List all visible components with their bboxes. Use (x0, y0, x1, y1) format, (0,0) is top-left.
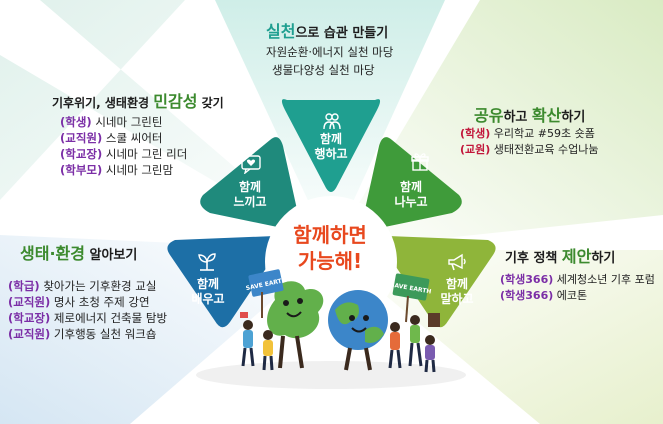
triangle-practice (281, 99, 381, 192)
list-item-text: 스쿨 씨어터 (105, 131, 163, 145)
triangle-share (361, 137, 462, 231)
list-item: (학교장) 제로에너지 건축물 탐방 (8, 310, 167, 326)
learn-title-rest: 알아보기 (84, 248, 138, 263)
list-item-tag: (교직원) (60, 131, 103, 145)
speak-title-highlight: 제안 (561, 247, 592, 266)
feel-list: (학생) 시네마 그린틴 (교직원) 스쿨 씨어터 (학교장) 시네마 그린 리… (60, 114, 187, 178)
practice-title: 실천으로 습관 만들기 (266, 18, 388, 42)
list-item: (학생366) 에코톤 (500, 288, 655, 304)
speak-title-rest: 하기 (591, 251, 616, 266)
list-item-tag: (학교장) (60, 147, 103, 161)
triangle-feel (200, 137, 301, 231)
earth-characters-illustration (240, 281, 440, 373)
feel-title-prefix: 기후위기, 생태환경 (52, 96, 154, 110)
speak-title-prefix: 기후 정책 (505, 251, 562, 266)
practice-item: 자원순환·에너지 실천 마당 (266, 45, 394, 59)
list-item-tag: (학생366) (500, 273, 554, 286)
list-item-tag: (학부모) (60, 163, 103, 177)
feel-label-line2: 느끼고 (233, 195, 267, 209)
speak-list: (학생366) 세계청소년 기후 포럼 (학생366) 에코톤 (500, 272, 655, 304)
triangle-learn (167, 236, 283, 328)
center-title-line1: 함께하면 (293, 223, 367, 247)
list-item: (학급) 찾아가는 기후환경 교실 (8, 278, 167, 294)
speak-label-line2: 말하고 (440, 292, 474, 306)
center-title-line2: 가능해! (297, 249, 363, 273)
list-item-text: 명사 초청 주제 강연 (53, 295, 150, 309)
share-label-line1: 함께 (399, 180, 423, 194)
sprout-icon (196, 252, 218, 276)
list-item-text: 시네마 그린틴 (95, 115, 163, 129)
list-item-text: 세계청소년 기후 포럼 (556, 273, 655, 286)
triangle-feel-label: 함께 느끼고 (215, 180, 285, 210)
list-item: (학생366) 세계청소년 기후 포럼 (500, 272, 655, 288)
list-item-tag: (학급) (8, 279, 40, 293)
list-item: (교원) 생태전환교육 수업나눔 (460, 142, 599, 158)
list-item: (교직원) 기후행동 실천 워크숍 (8, 326, 167, 342)
share-title-rest: 하기 (561, 110, 586, 125)
speak-title: 기후 정책 제안하기 (505, 243, 615, 267)
list-item-tag: (학생) (60, 115, 92, 129)
share-title-highlight2: 확산 (531, 106, 562, 125)
practice-item: 생물다양성 실천 마당 (272, 63, 375, 77)
gift-icon (410, 152, 430, 176)
list-item: (교직원) 명사 초청 주제 강연 (8, 294, 167, 310)
list-item-tag: (교원) (460, 143, 491, 156)
triangle-speak-label: 함께 말하고 (422, 277, 492, 307)
list-item: (학생) 우리학교 #59초 숏폼 (460, 126, 599, 142)
list-item-text: 우리학교 #59초 숏폼 (493, 127, 595, 140)
list-item: (교직원) 스쿨 씨어터 (60, 130, 187, 146)
list-item-tag: (교직원) (8, 327, 51, 341)
heart-chat-icon (240, 154, 262, 178)
share-title: 공유하고 확산하기 (474, 102, 585, 126)
list-item: (학교장) 시네마 그린 리더 (60, 146, 187, 162)
share-list: (학생) 우리학교 #59초 숏폼 (교원) 생태전환교육 수업나눔 (460, 126, 599, 158)
list-item-text: 에코톤 (556, 289, 588, 302)
learn-label-line2: 배우고 (191, 292, 225, 306)
learn-label-line1: 함께 (196, 277, 220, 291)
triangle-practice-label: 함께 행하고 (296, 132, 366, 162)
triangle-learn-label: 함께 배우고 (173, 277, 243, 307)
list-item-text: 시네마 그린 리더 (105, 147, 188, 161)
share-title-highlight: 공유 (474, 106, 504, 125)
people-icon (322, 112, 342, 134)
list-item: (학생) 시네마 그린틴 (60, 114, 187, 130)
list-item-text: 찾아가는 기후환경 교실 (43, 279, 157, 293)
center-title: 함께하면 가능해! (270, 222, 390, 274)
share-title-mid: 하고 (503, 110, 532, 125)
list-item-tag: (학교장) (8, 311, 51, 325)
practice-label-line2: 행하고 (314, 147, 348, 161)
feel-title-rest: 갖기 (197, 96, 224, 110)
save-earth-sign-right: SAVE EARTH (390, 273, 432, 323)
learn-title: 생태·환경 알아보기 (20, 240, 137, 264)
list-item-tag: (학생) (460, 127, 491, 140)
list-item-tag: (학생366) (500, 289, 554, 302)
feel-title: 기후위기, 생태환경 민감성 갖기 (52, 88, 224, 112)
feel-label-line1: 함께 (238, 180, 262, 194)
list-item-tag: (교직원) (8, 295, 51, 309)
list-item: (학부모) 시네마 그린맘 (60, 162, 187, 178)
triangle-speak (380, 236, 496, 328)
practice-title-rest: 으로 습관 만들기 (295, 26, 389, 41)
save-earth-sign-left: SAVE EARTH (245, 269, 287, 318)
practice-label-line1: 함께 (319, 132, 343, 146)
practice-title-highlight: 실천 (266, 22, 296, 41)
feel-title-highlight: 민감성 (153, 92, 198, 111)
share-label-line2: 나누고 (394, 195, 428, 209)
speak-label-line1: 함께 (445, 277, 469, 291)
megaphone-icon (446, 252, 468, 276)
list-item-text: 생태전환교육 수업나눔 (493, 143, 599, 156)
list-item-text: 제로에너지 건축물 탐방 (53, 311, 168, 325)
list-item-text: 시네마 그린맘 (105, 163, 174, 177)
list-item-text: 기후행동 실천 워크숍 (53, 327, 157, 341)
learn-list: (학급) 찾아가는 기후환경 교실 (교직원) 명사 초청 주제 강연 (학교장… (8, 278, 167, 342)
learn-title-highlight: 생태·환경 (20, 244, 85, 263)
triangle-share-label: 함께 나누고 (376, 180, 446, 210)
